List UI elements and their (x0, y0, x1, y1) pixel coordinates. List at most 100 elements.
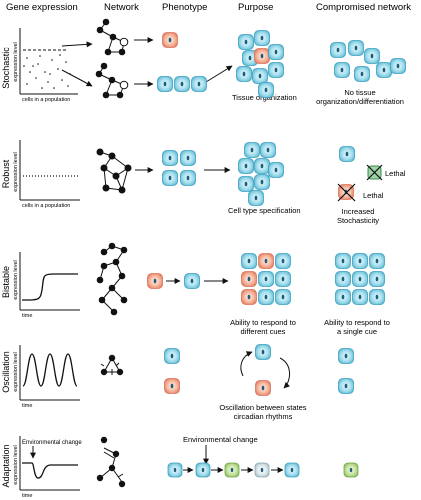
x-axis-label: time (22, 313, 32, 319)
nucleus (260, 467, 264, 473)
row-label-adaptation: Adaptation (1, 444, 11, 487)
scatter-dot (37, 63, 39, 65)
cell (157, 76, 173, 92)
scatter-dot (35, 77, 37, 79)
nucleus (201, 467, 205, 473)
cell (338, 348, 354, 364)
row-bistable: Bistable expression level time Ability t… (1, 242, 390, 336)
lethal-label-1: Lethal (385, 169, 406, 178)
robust-network (96, 148, 132, 194)
cell (254, 30, 270, 46)
row-oscillation: Oscillation expression level time Oscill… (1, 345, 307, 421)
cell (254, 174, 270, 190)
scatter-dot (29, 71, 31, 73)
nucleus (186, 175, 190, 181)
row-robust: Robust expression level cells in a popul… (1, 140, 406, 225)
nucleus (370, 53, 374, 59)
nucleus (375, 294, 379, 300)
x-mark (366, 164, 383, 181)
nucleus (354, 45, 358, 51)
cell (260, 142, 276, 158)
nucleus (281, 294, 285, 300)
compromised-stochastic-2: organization/differentiation (316, 97, 404, 106)
nucleus (382, 67, 386, 73)
cell (275, 289, 291, 305)
cell (364, 48, 380, 64)
scatter-dot (51, 59, 53, 61)
purpose-bistable-2: different cues (241, 327, 286, 336)
nucleus (341, 294, 345, 300)
x-axis-label: cells in a population (22, 97, 70, 103)
nucleus (170, 353, 174, 359)
lethal-marks (337, 164, 383, 202)
cell (268, 62, 284, 78)
cell (258, 82, 274, 98)
nucleus (170, 383, 174, 389)
x-mark (337, 183, 356, 202)
nucleus (247, 276, 251, 282)
cell (369, 253, 385, 269)
cell (335, 253, 351, 269)
bistable-network (96, 242, 128, 316)
nucleus (264, 87, 268, 93)
nucleus (260, 179, 264, 185)
scatter-dot (59, 54, 61, 56)
cell (369, 271, 385, 287)
nucleus (340, 67, 344, 73)
nucleus (254, 195, 258, 201)
scatter-dot (39, 55, 41, 57)
cell (268, 162, 284, 178)
scatter-dot (32, 65, 34, 67)
cell (238, 158, 254, 174)
nucleus (375, 258, 379, 264)
nucleus (260, 35, 264, 41)
oscillation-graph: expression level time (13, 345, 80, 409)
cell (369, 289, 385, 305)
nucleus (247, 258, 251, 264)
scatter-dot (57, 68, 59, 70)
cell (390, 58, 406, 74)
cell (268, 44, 284, 60)
x-axis-label: cells in a population (22, 203, 70, 209)
nucleus (163, 81, 167, 87)
scatter-dot (49, 73, 51, 75)
cell (238, 34, 254, 50)
row-label-bistable: Bistable (1, 266, 11, 298)
adaptation-graph: expression level time Environmental chan… (13, 436, 82, 499)
cell (248, 190, 264, 206)
cell (348, 40, 364, 56)
nucleus (244, 181, 248, 187)
scatter-dot (61, 79, 63, 81)
row-label-robust: Robust (1, 159, 11, 188)
cell (343, 462, 359, 478)
scatter-dot (41, 87, 43, 89)
nucleus (190, 278, 194, 284)
cell (255, 380, 271, 396)
nucleus (375, 276, 379, 282)
adaptation-network (96, 436, 126, 488)
scatter-dots (23, 54, 71, 89)
nucleus (230, 467, 234, 473)
cell (184, 273, 200, 289)
nucleus (281, 258, 285, 264)
nucleus (360, 71, 364, 77)
nucleus (260, 53, 264, 59)
nucleus (266, 147, 270, 153)
purpose-oscillation-2: circadian rhythms (234, 412, 293, 421)
compromised-robust-2: Stochasticity (337, 216, 379, 225)
cell (339, 146, 355, 162)
cell (275, 253, 291, 269)
cell (174, 76, 190, 92)
purpose-robust: Cell type specification (228, 206, 301, 215)
cell (334, 62, 350, 78)
nucleus (260, 163, 264, 169)
y-axis-label: expression level (13, 260, 19, 299)
cell (376, 62, 392, 78)
scatter-dot (67, 85, 69, 87)
cell (255, 344, 271, 360)
nucleus (168, 155, 172, 161)
nucleus (341, 276, 345, 282)
cell (195, 462, 211, 478)
nucleus (186, 155, 190, 161)
cell (167, 462, 183, 478)
